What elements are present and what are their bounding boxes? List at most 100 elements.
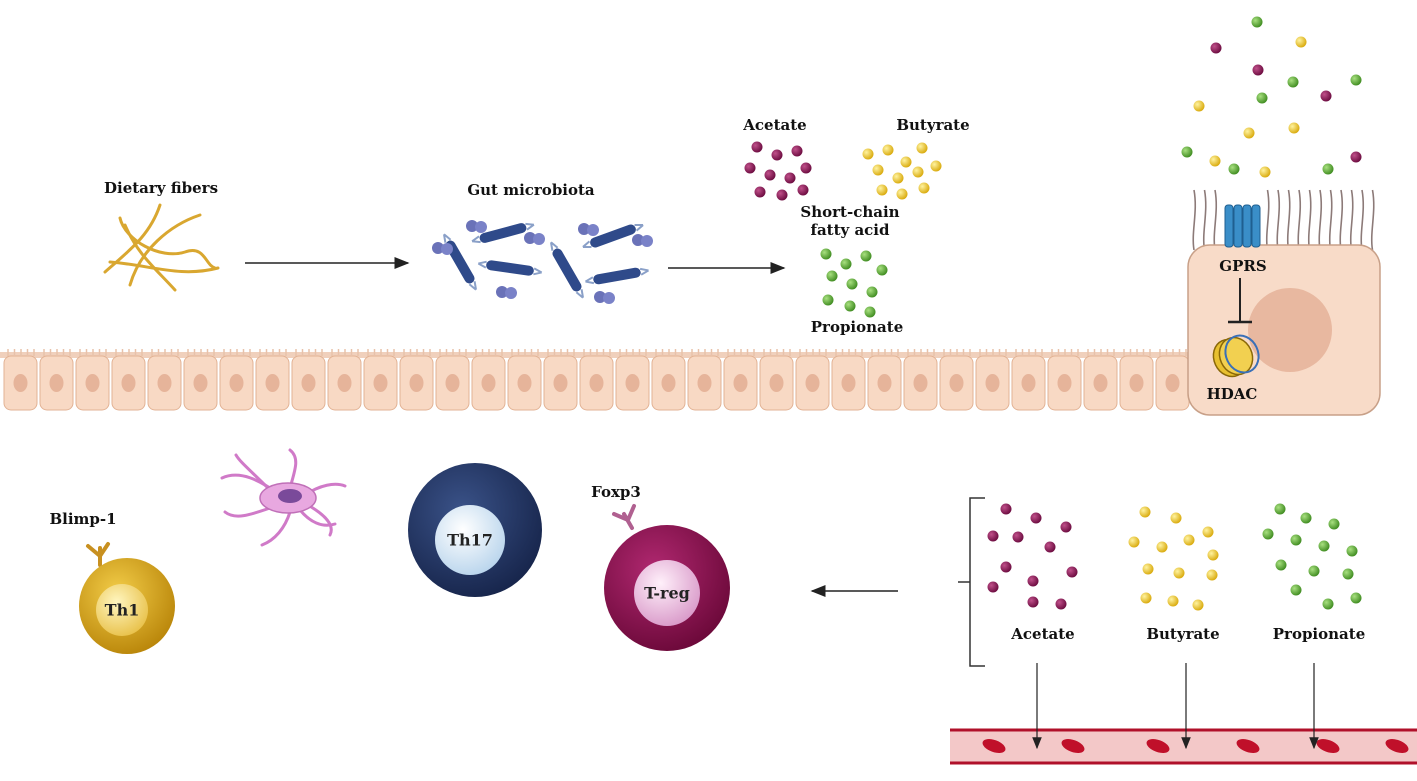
- red-blood-cell: [982, 739, 1006, 753]
- ace-molecule: [987, 581, 999, 593]
- but-molecule: [912, 166, 924, 178]
- ace-molecule: [1060, 521, 1072, 533]
- ace-molecule: [987, 530, 999, 542]
- pro-molecule: [860, 250, 872, 262]
- epithelial-cell-small: [867, 349, 902, 411]
- but-molecule: [1202, 526, 1214, 538]
- pro-molecule: [826, 270, 838, 282]
- ace-molecule: [1044, 541, 1056, 553]
- epithelial-cell-small: [471, 349, 506, 411]
- but-molecule: [1193, 100, 1205, 112]
- epithelial-cell-small: [219, 349, 254, 411]
- bacteria-rod: [443, 233, 477, 291]
- pro-molecule: [1350, 592, 1362, 604]
- but-molecule: [930, 160, 942, 172]
- but-molecule: [1295, 36, 1307, 48]
- red-blood-cell: [1236, 739, 1260, 753]
- epithelial-cell-small: [435, 349, 470, 411]
- pro-molecule: [1275, 559, 1287, 571]
- but-molecule: [1128, 536, 1140, 548]
- ace-molecule: [751, 141, 763, 153]
- but-molecule: [1243, 127, 1255, 139]
- propionate-label-top: Propionate: [810, 318, 904, 336]
- receptor-icon: [1224, 204, 1261, 248]
- ace-molecule: [776, 189, 788, 201]
- epithelial-cell-small: [3, 349, 38, 411]
- but-molecule: [1259, 166, 1271, 178]
- intestinal-epithelium: [0, 349, 1190, 411]
- th17-cell: [408, 463, 542, 597]
- bacteria-rod: [550, 241, 584, 299]
- butyrate-molecules-bottom: [1128, 506, 1219, 611]
- ace-molecule: [1000, 561, 1012, 573]
- but-molecule: [1142, 563, 1154, 575]
- but-molecule: [1209, 155, 1221, 167]
- but-molecule: [882, 144, 894, 156]
- pro-molecule: [1322, 163, 1334, 175]
- ace-molecule: [1320, 90, 1332, 102]
- bacteria-coccus: [632, 234, 653, 247]
- ace-molecule: [1252, 64, 1264, 76]
- but-molecule: [1140, 592, 1152, 604]
- gut-microbiota-icon: [432, 220, 653, 304]
- but-molecule: [1183, 534, 1195, 546]
- pro-molecule: [1318, 540, 1330, 552]
- but-molecule: [1207, 549, 1219, 561]
- epithelial-cell-small: [759, 349, 794, 411]
- epithelial-cell-small: [1119, 349, 1154, 411]
- acetate-label-bottom: Acetate: [1011, 625, 1075, 643]
- but-molecule: [1139, 506, 1151, 518]
- epithelial-cell-small: [39, 349, 74, 411]
- ace-molecule: [1210, 42, 1222, 54]
- acetate-molecules-top: [744, 141, 812, 201]
- dendritic-cell: [220, 448, 347, 547]
- ace-molecule: [1000, 503, 1012, 515]
- pro-molecule: [1287, 76, 1299, 88]
- bacteria-coccus: [432, 242, 453, 255]
- ace-molecule: [1030, 512, 1042, 524]
- epithelial-cell-small: [327, 349, 362, 411]
- but-molecule: [862, 148, 874, 160]
- epithelial-cell-small: [723, 349, 758, 411]
- microvilli: [1192, 189, 1375, 251]
- but-molecule: [1288, 122, 1300, 134]
- epithelial-cell-small: [975, 349, 1010, 411]
- blimp1-label: Blimp-1: [49, 510, 117, 528]
- ace-molecule: [1027, 596, 1039, 608]
- epithelial-cell-small: [543, 349, 578, 411]
- ace-molecule: [1012, 531, 1024, 543]
- but-molecule: [1173, 567, 1185, 579]
- but-molecule: [1156, 541, 1168, 553]
- propionate-molecules-top: [820, 248, 888, 318]
- ace-molecule: [744, 162, 756, 174]
- dietary-fibers-icon: [103, 203, 220, 292]
- pro-molecule: [846, 278, 858, 290]
- red-blood-cell: [1316, 739, 1340, 753]
- bacteria-coccus: [594, 291, 615, 304]
- pro-molecule: [1251, 16, 1263, 28]
- pro-molecule: [876, 264, 888, 276]
- red-blood-cell: [1146, 739, 1170, 753]
- bacteria-coccus: [496, 286, 517, 299]
- pro-molecule: [1322, 598, 1334, 610]
- propionate-molecules-bottom: [1262, 503, 1362, 610]
- ace-molecule: [784, 172, 796, 184]
- pro-molecule: [822, 294, 834, 306]
- ace-molecule: [1066, 566, 1078, 578]
- pro-molecule: [1290, 584, 1302, 596]
- pro-molecule: [840, 258, 852, 270]
- ace-molecule: [1055, 598, 1067, 610]
- pro-molecule: [1228, 163, 1240, 175]
- but-molecule: [1192, 599, 1204, 611]
- epithelial-cell-small: [687, 349, 722, 411]
- ace-molecule: [797, 184, 809, 196]
- epithelial-cell-small: [147, 349, 182, 411]
- red-blood-cells: [982, 739, 1409, 753]
- epithelial-cell-small: [615, 349, 650, 411]
- but-molecule: [892, 172, 904, 184]
- ace-molecule: [1350, 151, 1362, 163]
- scfa-bracket: [958, 497, 985, 667]
- epithelial-cell-small: [579, 349, 614, 411]
- pro-molecule: [820, 248, 832, 260]
- red-blood-cell: [1385, 739, 1409, 753]
